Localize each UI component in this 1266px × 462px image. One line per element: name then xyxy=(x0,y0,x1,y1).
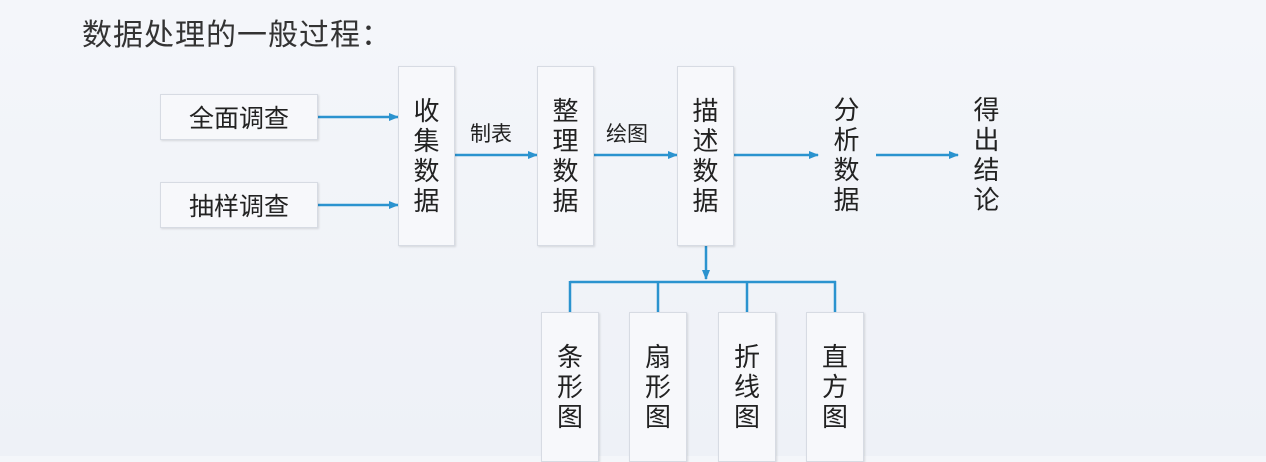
node-draw-conclusion-label: 得出结论 xyxy=(973,96,1000,216)
node-line-chart: 折线图 xyxy=(718,312,776,462)
node-histogram-label: 直方图 xyxy=(821,343,848,433)
node-line-chart-label: 折线图 xyxy=(733,343,760,433)
node-describe-data-label: 描述数据 xyxy=(692,97,719,217)
node-organize-data: 整理数据 xyxy=(537,66,594,246)
node-draw-conclusion: 得出结论 xyxy=(958,96,1015,216)
node-organize-data-label: 整理数据 xyxy=(552,97,579,217)
edge-label-draw: 绘图 xyxy=(606,122,648,146)
node-bar-chart-label: 条形图 xyxy=(556,343,583,433)
node-analyze-data: 分析数据 xyxy=(818,96,875,216)
node-analyze-data-label: 分析数据 xyxy=(833,96,860,216)
edge-label-tabulate: 制表 xyxy=(470,122,512,146)
diagram-title: 数据处理的一般过程： xyxy=(82,18,392,53)
node-collect-data: 收集数据 xyxy=(398,66,455,246)
node-collect-data-label: 收集数据 xyxy=(413,97,440,217)
node-describe-data: 描述数据 xyxy=(677,66,734,246)
node-pie-chart: 扇形图 xyxy=(629,312,687,462)
node-pie-chart-label: 扇形图 xyxy=(644,343,671,433)
node-bar-chart: 条形图 xyxy=(541,312,599,462)
node-sample-survey: 抽样调查 xyxy=(160,182,318,228)
node-sample-survey-label: 抽样调查 xyxy=(188,192,289,221)
node-full-survey: 全面调查 xyxy=(160,94,318,140)
node-full-survey-label: 全面调查 xyxy=(188,104,289,133)
node-histogram: 直方图 xyxy=(806,312,864,462)
